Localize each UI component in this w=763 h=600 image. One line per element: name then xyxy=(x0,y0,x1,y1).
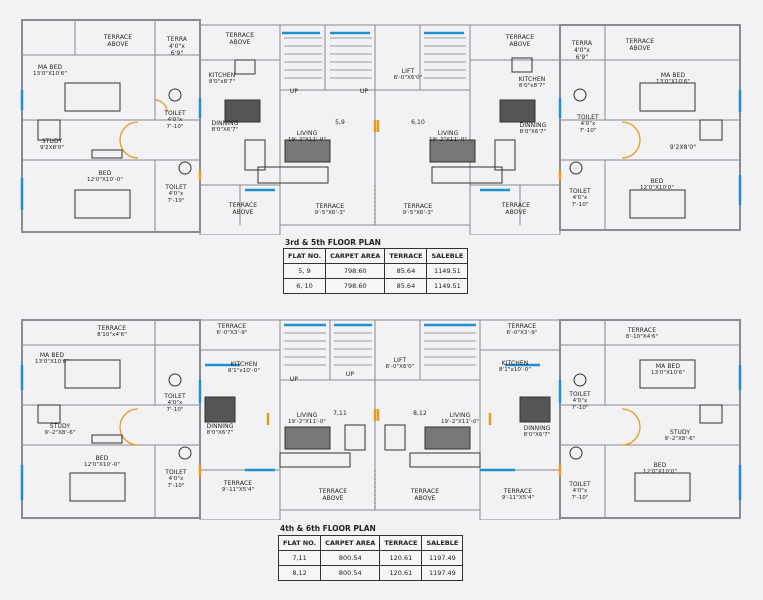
table-header-row: FLAT NO. CARPET AREA TERRACE SALEBLE xyxy=(282,248,469,264)
col-header: FLAT NO. xyxy=(277,535,322,551)
stair-label: UP xyxy=(359,88,369,95)
col-header: FLAT NO. xyxy=(282,248,327,264)
table-row: 6, 10 798.60 85.64 1149.51 xyxy=(282,278,469,294)
flat-number: 6,10 xyxy=(411,119,425,126)
table-row: 7,11 800.54 120.61 1197.49 xyxy=(277,550,464,566)
table-title: 4th & 6th FLOOR PLAN xyxy=(280,524,376,533)
table-cell: 7,11 xyxy=(277,550,322,566)
area-table-bottom: FLAT NO. CARPET AREA TERRACE SALEBLE 7,1… xyxy=(277,535,464,581)
col-header: SALEBLE xyxy=(426,248,469,264)
flat-number: 7,11 xyxy=(333,410,347,417)
area-table-top: FLAT NO. CARPET AREA TERRACE SALEBLE 5, … xyxy=(282,248,469,294)
col-header: CARPET AREA xyxy=(320,535,381,551)
col-header: TERRACE xyxy=(384,248,428,264)
table-cell: 798.60 xyxy=(325,278,386,294)
table-cell: 1197.49 xyxy=(421,565,464,581)
table-header-row: FLAT NO. CARPET AREA TERRACE SALEBLE xyxy=(277,535,464,551)
col-header: SALEBLE xyxy=(421,535,464,551)
table-cell: 120.61 xyxy=(379,565,423,581)
table-cell: 6, 10 xyxy=(282,278,327,294)
stair-label: UP xyxy=(289,88,299,95)
table-cell: 800.54 xyxy=(320,565,381,581)
table-cell: 1149.51 xyxy=(426,263,469,279)
floor-plan-drawing-bottom xyxy=(20,319,742,520)
table-row: 8,12 800.54 120.61 1197.49 xyxy=(277,565,464,581)
col-header: TERRACE xyxy=(379,535,423,551)
table-cell: 85.64 xyxy=(384,278,428,294)
table-cell: 5, 9 xyxy=(282,263,327,279)
stair-label: UP xyxy=(345,371,355,378)
table-cell: 8,12 xyxy=(277,565,322,581)
table-row: 5, 9 798.60 85.64 1149.51 xyxy=(282,263,469,279)
col-header: CARPET AREA xyxy=(325,248,386,264)
flat-number: 5,9 xyxy=(335,119,345,126)
table-cell: 798.60 xyxy=(325,263,386,279)
table-cell: 1149.51 xyxy=(426,278,469,294)
table-cell: 85.64 xyxy=(384,263,428,279)
floor-plan-drawing-top xyxy=(20,19,742,235)
flat-number: 8,12 xyxy=(413,410,427,417)
table-cell: 120.61 xyxy=(379,550,423,566)
table-title: 3rd & 5th FLOOR PLAN xyxy=(285,238,381,247)
room-label: 9'2X8'0" xyxy=(669,144,697,151)
table-cell: 1197.49 xyxy=(421,550,464,566)
stair-label: UP xyxy=(289,376,299,383)
table-cell: 800.54 xyxy=(320,550,381,566)
